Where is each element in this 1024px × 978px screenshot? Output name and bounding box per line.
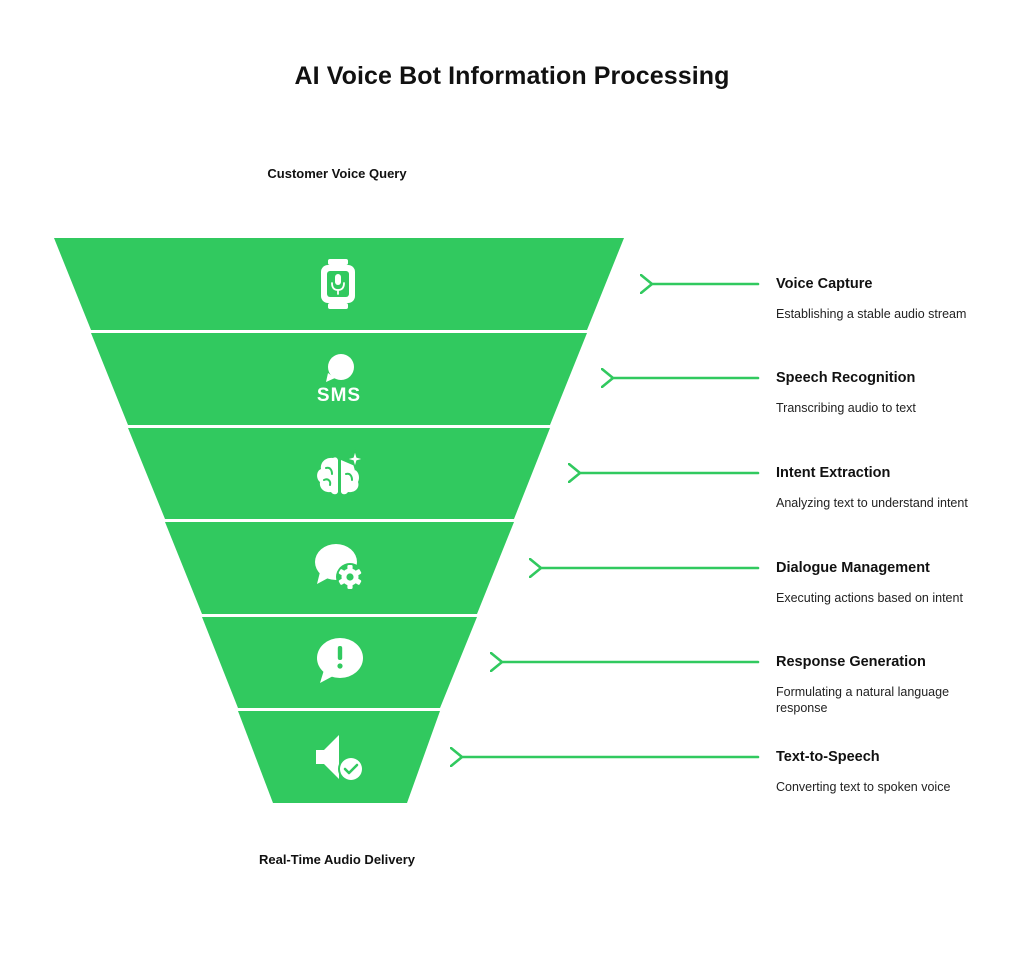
step-intent-extraction: Intent Extraction Analyzing text to unde… — [776, 464, 996, 511]
step-title: Text-to-Speech — [776, 749, 880, 765]
step-text-to-speech: Text-to-Speech Converting text to spoken… — [776, 748, 996, 795]
funnel-input-label: Customer Voice Query — [267, 166, 407, 181]
speaker-check-icon — [316, 735, 364, 782]
step-arrows — [463, 284, 760, 757]
step-response-generation: Response Generation Formulating a natura… — [776, 653, 996, 716]
chat-gear-icon — [315, 544, 364, 591]
step-description: Formulating a natural language response — [776, 685, 950, 715]
step-description: Analyzing text to understand intent — [776, 496, 968, 510]
step-description: Transcribing audio to text — [776, 401, 916, 415]
chat-exclamation-icon — [317, 638, 363, 683]
step-description: Executing actions based on intent — [776, 591, 963, 605]
funnel-output-label: Real-Time Audio Delivery — [258, 852, 416, 867]
step-title: Speech Recognition — [776, 370, 916, 386]
sms-chat-bubble-icon: SMS — [317, 354, 361, 406]
step-speech-recognition: Speech Recognition Transcribing audio to… — [776, 369, 996, 416]
step-title: Voice Capture — [776, 276, 873, 292]
step-description: Converting text to spoken voice — [776, 780, 951, 794]
funnel-dividers — [88, 330, 590, 711]
step-dialogue-management: Dialogue Management Executing actions ba… — [776, 559, 996, 606]
step-title: Dialogue Management — [776, 560, 930, 576]
diagram-title: AI Voice Bot Information Processing — [294, 62, 730, 90]
svg-text:SMS: SMS — [317, 385, 361, 406]
step-title: Intent Extraction — [776, 465, 891, 481]
step-voice-capture: Voice Capture Establishing a stable audi… — [776, 275, 996, 322]
brain-sparkle-icon — [317, 447, 367, 495]
step-description: Establishing a stable audio stream — [776, 307, 967, 321]
step-title: Response Generation — [776, 654, 926, 670]
funnel-tier-intent-extraction — [128, 428, 550, 519]
smartwatch-microphone-icon — [321, 259, 355, 309]
